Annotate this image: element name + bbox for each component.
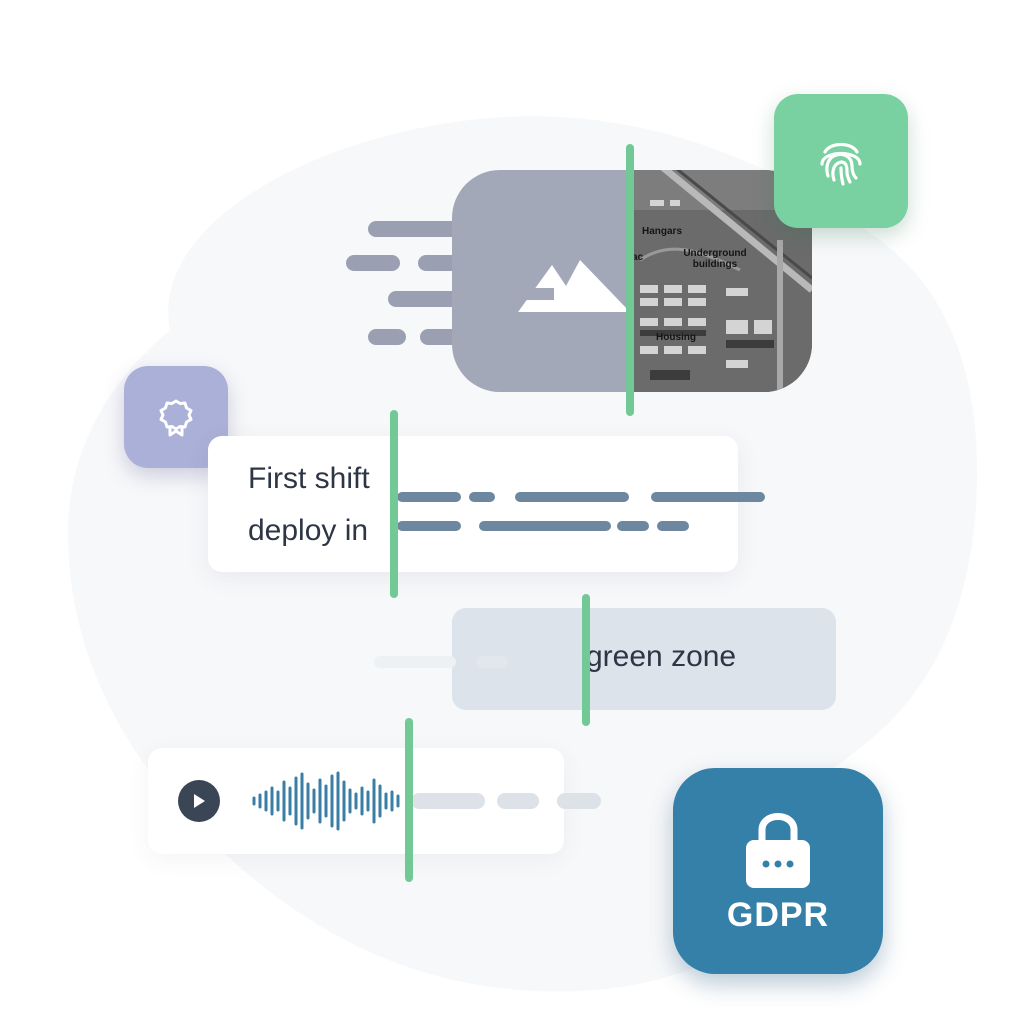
zone-text-card: green zone [452,608,836,710]
image-placeholder [452,170,630,392]
lock-icon [746,812,810,888]
anonymization-divider-image [626,144,634,416]
zone-text: green zone [586,640,737,673]
gdpr-tile: GDPR [673,768,883,974]
redacted-audio-segments [411,793,601,809]
fingerprint-icon [820,142,862,186]
text-line-1: First shift [248,462,370,495]
award-badge-tile [124,366,228,468]
motion-lines [346,221,470,345]
gdpr-label: GDPR [726,895,830,934]
aerial-label-hangars: Hangars [642,226,683,237]
anonymization-divider-text [390,410,398,598]
play-icon [194,794,205,808]
anonymization-divider-audio [405,718,413,882]
anonymization-divider-zone [582,594,590,726]
fingerprint-tile [774,94,908,228]
aerial-label-underground: Underground buildings [683,248,747,270]
award-badge-icon [159,399,193,437]
image-placeholder-icon [518,260,630,312]
image-anonymization-card: Hangars Underground buildings Housing ac [452,170,812,392]
text-line-2: deploy in [248,514,369,547]
faded-redaction-dashes [374,656,590,668]
aerial-label-housing: Housing [656,332,696,343]
audio-waveform [252,771,400,831]
play-button[interactable] [178,780,220,822]
transcript-text-card: First shift deploy in [208,436,738,572]
aerial-label-partial: ac [632,252,644,263]
redacted-text-lines [397,492,765,531]
